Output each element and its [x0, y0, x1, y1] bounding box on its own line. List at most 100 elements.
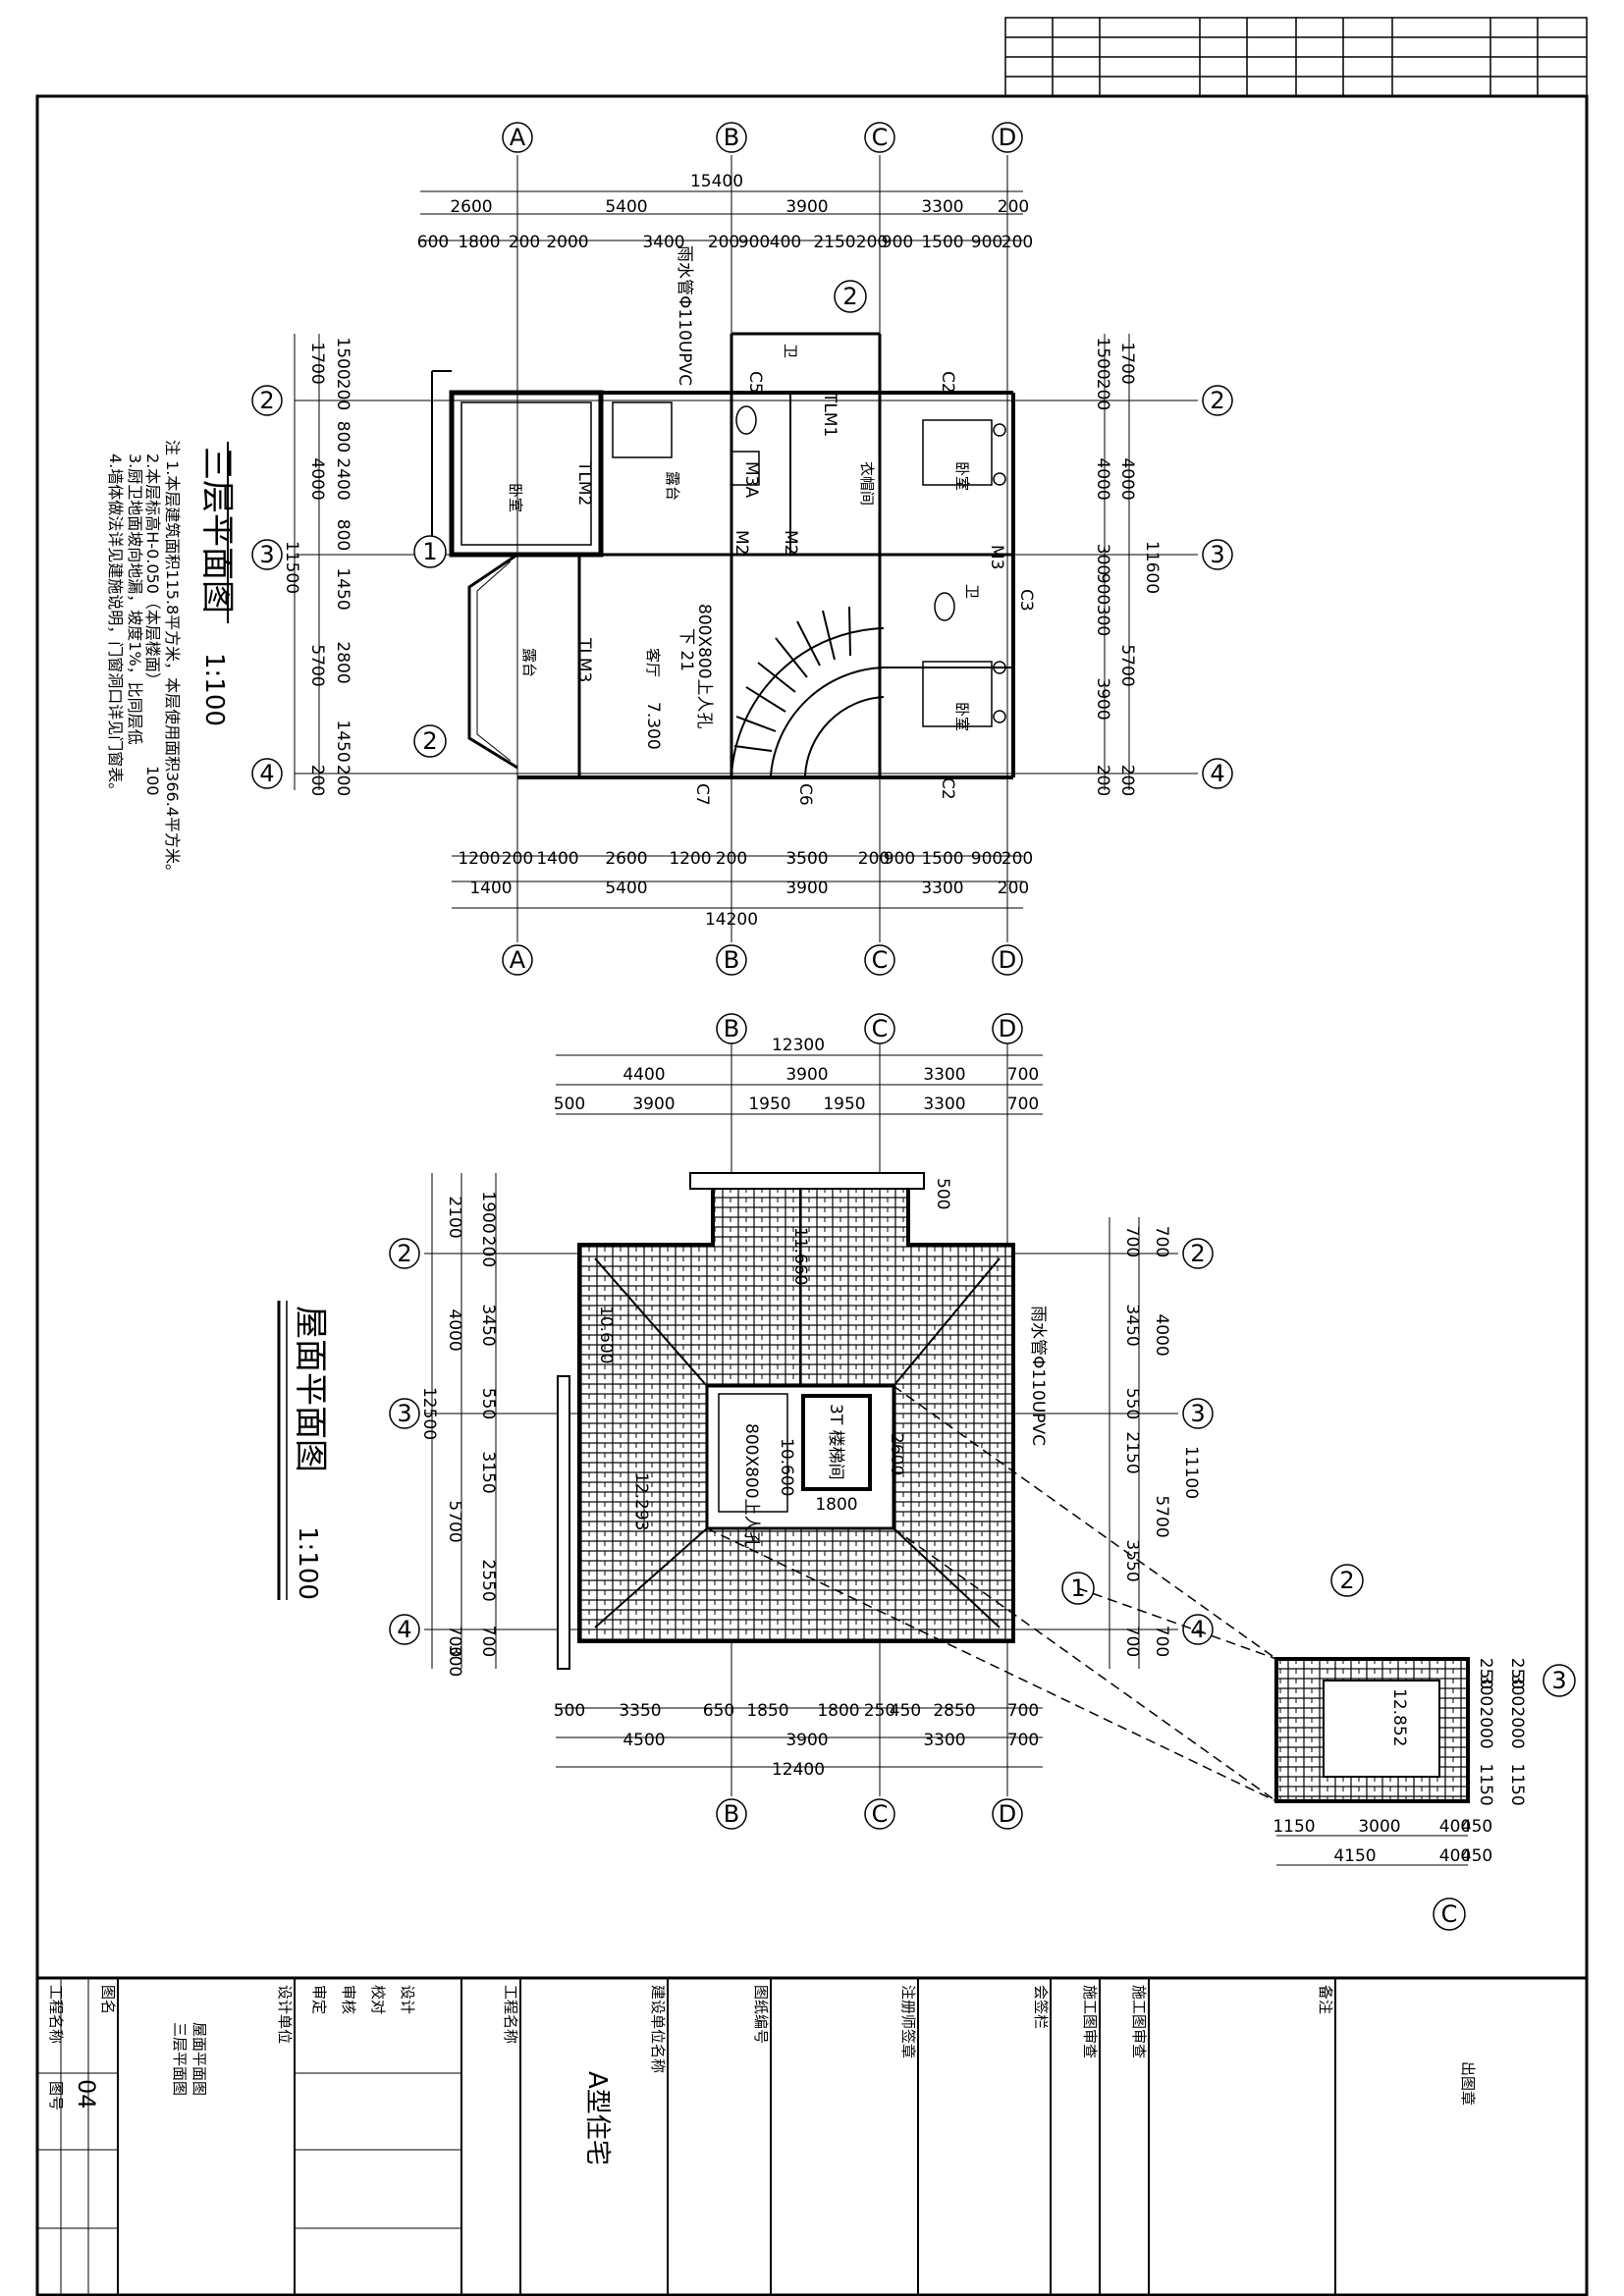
- svg-text:5700: 5700: [1117, 644, 1137, 686]
- svg-text:450: 450: [890, 1701, 921, 1721]
- roof-bottom-row1: 500 3350 650 1850 1800 250 450 2850 700: [554, 1701, 1039, 1721]
- svg-text:1900: 1900: [478, 1191, 498, 1233]
- svg-text:4000: 4000: [1117, 457, 1137, 500]
- svg-text:建设单位名称: 建设单位名称: [649, 1985, 667, 2073]
- svg-text:4: 4: [1210, 760, 1224, 787]
- roof-axis-top: B C D: [716, 1013, 1023, 1044]
- svg-text:4: 4: [1190, 1616, 1205, 1643]
- svg-text:200: 200: [708, 233, 739, 252]
- floor3-top-row1: 2600 5400 3900 3300 200: [450, 197, 1029, 217]
- svg-text:3900: 3900: [632, 1095, 675, 1114]
- svg-text:图纸编号: 图纸编号: [752, 1985, 770, 2044]
- floor3-axis-side: 2 3 4 2 3 4: [251, 385, 1233, 789]
- svg-text:500: 500: [933, 1178, 952, 1209]
- svg-text:4000: 4000: [307, 457, 327, 500]
- svg-text:200: 200: [1001, 233, 1033, 252]
- svg-text:C3: C3: [1016, 589, 1036, 612]
- svg-text:A型住宅: A型住宅: [582, 2071, 612, 2165]
- svg-text:卫: 卫: [963, 584, 981, 599]
- svg-text:1700: 1700: [307, 342, 327, 384]
- svg-text:800: 800: [333, 519, 352, 551]
- svg-text:200: 200: [858, 849, 890, 869]
- svg-text:200: 200: [509, 233, 540, 252]
- svg-text:2: 2: [259, 387, 274, 414]
- svg-text:1450: 1450: [333, 567, 352, 610]
- svg-text:500: 500: [554, 1095, 585, 1114]
- svg-text:700: 700: [1007, 1701, 1039, 1721]
- svg-text:300: 300: [1507, 1675, 1527, 1706]
- svg-text:审定: 审定: [310, 1985, 328, 2014]
- svg-text:700: 700: [1122, 1226, 1142, 1257]
- svg-text:700: 700: [1007, 1065, 1039, 1085]
- svg-text:400: 400: [1439, 1817, 1471, 1837]
- svg-text:1150: 1150: [1476, 1763, 1495, 1805]
- svg-text:屋面平面图: 屋面平面图: [190, 2022, 208, 2096]
- svg-text:2: 2: [1339, 1567, 1354, 1594]
- roof-plan: B C D B C D 2 3 4 2 3 4: [277, 1013, 1214, 1830]
- svg-text:1150: 1150: [1272, 1817, 1315, 1837]
- svg-text:C: C: [872, 124, 889, 151]
- svg-text:3: 3: [1210, 541, 1224, 568]
- svg-text:2: 2: [397, 1240, 411, 1267]
- svg-text:2: 2: [842, 283, 857, 310]
- floor3-notes: 注 1.本层建筑面积115.8平方米，本层使用面积366.4平方米。 2.本层标…: [106, 440, 182, 880]
- svg-text:200: 200: [998, 879, 1029, 898]
- svg-text:3500: 3500: [785, 849, 828, 869]
- svg-text:1: 1: [422, 538, 437, 565]
- svg-text:2150: 2150: [813, 233, 855, 252]
- roof-bottom-row2: 4500 3900 3300 700: [623, 1731, 1039, 1750]
- svg-text:1:100: 1:100: [199, 653, 229, 726]
- svg-text:A: A: [510, 946, 526, 974]
- svg-text:2400: 2400: [333, 457, 352, 500]
- svg-text:1850: 1850: [746, 1701, 788, 1721]
- svg-text:3150: 3150: [478, 1451, 498, 1493]
- svg-text:200: 200: [998, 197, 1029, 217]
- svg-text:3: 3: [397, 1400, 411, 1427]
- svg-text:D: D: [999, 1800, 1016, 1828]
- svg-text:2: 2: [422, 727, 437, 755]
- svg-text:1400: 1400: [536, 849, 578, 869]
- svg-text:200: 200: [333, 765, 352, 796]
- svg-text:3350: 3350: [619, 1701, 661, 1721]
- svg-text:2600: 2600: [605, 849, 647, 869]
- svg-text:TLM3: TLM3: [574, 637, 594, 682]
- svg-text:设计单位: 设计单位: [276, 1985, 294, 2044]
- roof-axis-side: 2 3 4 2 3 4: [389, 1238, 1214, 1645]
- floor3-bottom-row2: 1400 5400 3900 3300 200: [469, 879, 1029, 898]
- svg-text:三层平面图: 三层平面图: [171, 2022, 189, 2096]
- svg-text:200: 200: [333, 379, 352, 410]
- svg-text:3900: 3900: [785, 879, 828, 898]
- svg-text:700: 700: [445, 1626, 464, 1657]
- svg-text:工程名称: 工程名称: [47, 1985, 65, 2044]
- svg-text:3450: 3450: [1122, 1304, 1142, 1346]
- svg-text:B: B: [724, 1015, 739, 1042]
- floor3-left-dims: 1700 4000 5700 200 11500 1500 200 800 24…: [282, 337, 352, 796]
- svg-text:1800: 1800: [815, 1495, 857, 1515]
- svg-text:700: 700: [1007, 1731, 1039, 1750]
- svg-text:C2: C2: [938, 777, 957, 800]
- floor3-furniture: [612, 401, 1006, 727]
- title-block: [35, 1976, 1589, 2296]
- svg-text:900: 900: [971, 849, 1002, 869]
- svg-text:三层平面图: 三层平面图: [197, 447, 237, 614]
- svg-text:1500: 1500: [333, 337, 352, 379]
- title-block-text: 工程名称 图号 04 图名 三层平面图 屋面平面图 设计单位 审定 审核 校对 …: [47, 1985, 1477, 2165]
- svg-text:250: 250: [1476, 1658, 1495, 1689]
- svg-text:A: A: [510, 124, 526, 151]
- floor3-section-markers: 2 1 2: [413, 280, 867, 758]
- svg-text:400: 400: [770, 233, 801, 252]
- svg-text:会签栏: 会签栏: [1032, 1985, 1050, 2029]
- svg-text:4.墙体做法详见建施说明，门窗洞口详见门窗表。: 4.墙体做法详见建施说明，门窗洞口详见门窗表。: [106, 454, 125, 798]
- floor3-top-row2: 600 1800 200 2000 3400 200 900 400 2150 …: [417, 233, 1033, 252]
- svg-text:审核: 审核: [340, 1985, 357, 2014]
- svg-text:300: 300: [1476, 1675, 1495, 1706]
- svg-text:11500: 11500: [282, 541, 301, 594]
- roof-top-row1: 4400 3900 3300 700: [623, 1065, 1039, 1085]
- svg-text:200: 200: [716, 849, 747, 869]
- svg-text:1200: 1200: [669, 849, 711, 869]
- sign-table: [1004, 17, 1588, 97]
- svg-text:600: 600: [417, 233, 449, 252]
- svg-text:C7: C7: [692, 783, 712, 806]
- svg-text:300: 300: [1093, 605, 1112, 636]
